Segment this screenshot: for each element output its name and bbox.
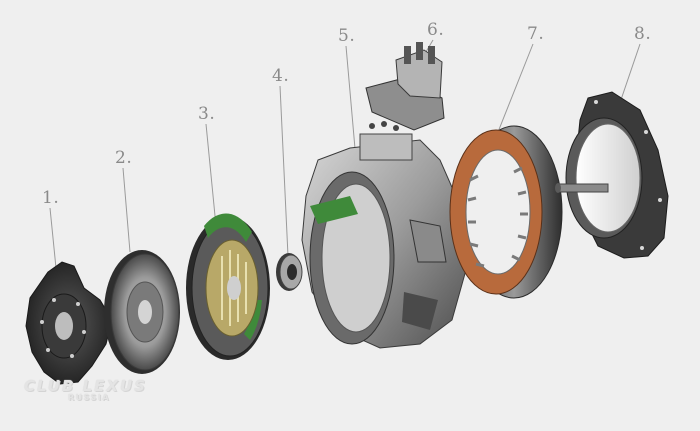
callout-label-7: 7. [527,24,545,44]
leader-5 [345,45,357,161]
callout-label-1: 1. [42,188,60,208]
part-1-flexplate [25,261,113,385]
watermark-title: CLUB LEXUS [24,377,147,395]
callout-label-5: 5. [338,26,356,46]
callout-label-4: 4. [272,66,290,86]
callout-label-6: 6. [427,20,445,40]
part-6-terminal-block [365,42,445,131]
part-4-bearing [276,253,303,291]
part-3-damper [186,213,270,360]
leader-2 [122,167,131,253]
leader-1 [49,207,57,269]
leader-7 [497,43,534,133]
leader-4 [279,85,289,257]
callout-label-8: 8. [634,24,652,44]
callout-label-3: 3. [198,104,216,124]
leader-lines [49,39,641,269]
part-5-housing [301,121,467,349]
leader-3 [205,123,217,227]
callout-label-2: 2. [115,148,133,168]
part-8-rotor [555,91,669,259]
watermark-subtitle: RUSSIA [68,393,110,402]
part-7-stator [449,125,563,299]
part-2-flywheel [104,250,180,374]
